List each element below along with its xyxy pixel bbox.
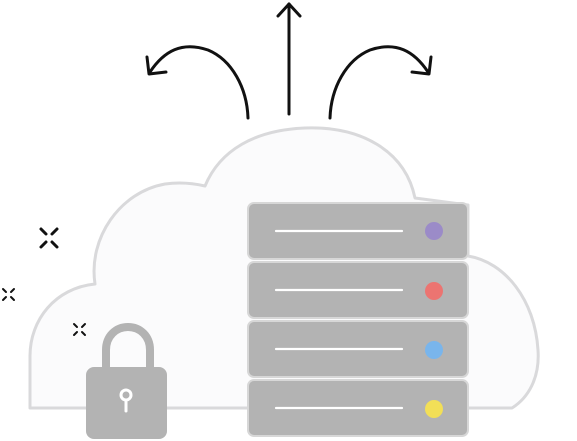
server-unit-4 bbox=[247, 379, 469, 437]
server-status-led-2 bbox=[425, 282, 443, 300]
sparkle-small-mid bbox=[73, 323, 86, 336]
padlock-shackle bbox=[102, 322, 154, 372]
server-unit-1 bbox=[247, 202, 469, 260]
server-stack bbox=[247, 202, 469, 437]
arrow-up bbox=[276, 2, 302, 116]
server-status-led-3 bbox=[425, 341, 443, 359]
sparkle-large bbox=[39, 227, 59, 249]
server-status-led-4 bbox=[425, 400, 443, 418]
server-status-led-1 bbox=[425, 222, 443, 240]
server-unit-2 bbox=[247, 261, 469, 319]
sparkle-small-left bbox=[2, 288, 15, 301]
arrow-right bbox=[328, 45, 433, 120]
arrow-left bbox=[145, 45, 250, 120]
padlock-icon bbox=[86, 322, 167, 439]
server-unit-3 bbox=[247, 320, 469, 378]
